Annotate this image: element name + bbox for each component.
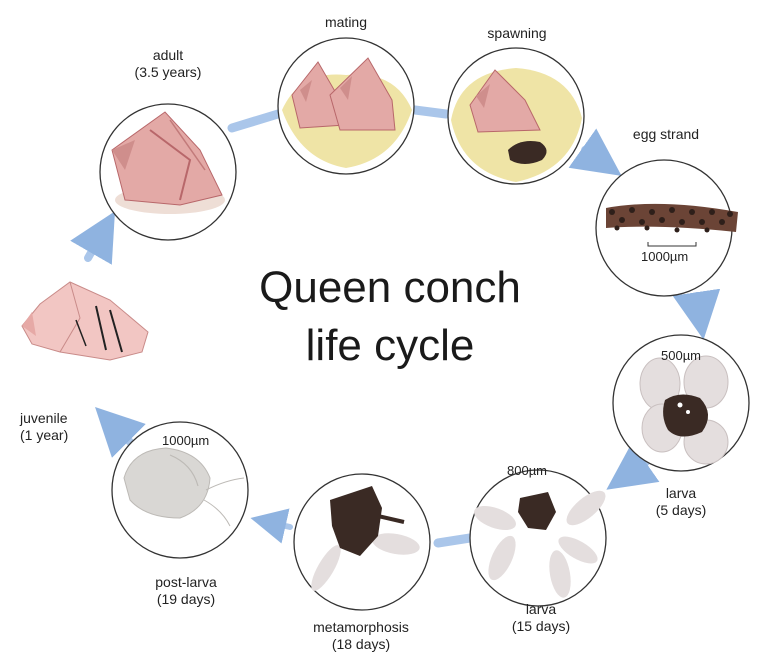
- stage-name: egg strand: [616, 126, 716, 143]
- stage-name: spawning: [472, 25, 562, 42]
- arrow-adult-to-mating: [232, 114, 278, 128]
- stage-label-metamorphosis: metamorphosis (18 days): [296, 619, 426, 653]
- stage-label-mating: mating: [306, 14, 386, 31]
- arrow-larva5-to-larva15: [626, 462, 646, 476]
- stage-label-larva-5-days: larva (5 days): [636, 485, 726, 519]
- stage-detail: (15 days): [491, 618, 591, 635]
- stage-label-larva-15-days: larva (15 days): [491, 601, 591, 635]
- arrow-metamorphosis-to-postlarva: [268, 522, 290, 527]
- arrow-larva15-to-metamorphosis: [438, 538, 470, 543]
- stage-name: mating: [306, 14, 386, 31]
- stage-label-juvenile: juvenile (1 year): [20, 410, 110, 444]
- arrow-spawning-to-egg: [585, 150, 602, 162]
- stage-label-spawning: spawning: [472, 25, 562, 42]
- metamorphosis-stage-circle: [294, 474, 430, 610]
- arrow-postlarva-to-juvenile: [112, 424, 132, 444]
- stage-label-adult: adult (3.5 years): [128, 47, 208, 81]
- scale-label-post-larva: 1000µm: [162, 433, 209, 448]
- stage-detail: (3.5 years): [128, 64, 208, 81]
- stage-detail: (19 days): [136, 591, 236, 608]
- diagram-title-line2: life cycle: [200, 320, 580, 372]
- stage-label-post-larva: post-larva (19 days): [136, 574, 236, 608]
- stage-name: larva: [491, 601, 591, 618]
- larva-15-days-stage-circle: [470, 470, 611, 606]
- scale-label-larva-15-days: 800µm: [507, 463, 547, 478]
- scale-label-egg-strand: 1000µm: [641, 249, 688, 264]
- stage-detail: (18 days): [296, 636, 426, 653]
- mating-stage-circle: [278, 38, 414, 174]
- stage-detail: (5 days): [636, 502, 726, 519]
- arrow-juvenile-to-adult: [88, 232, 103, 258]
- stage-name: juvenile: [20, 410, 110, 427]
- stage-name: post-larva: [136, 574, 236, 591]
- diagram-title-line1: Queen conch: [200, 262, 580, 314]
- stage-name: adult: [128, 47, 208, 64]
- stage-label-egg-strand: egg strand: [616, 126, 716, 143]
- egg-strand-stage-circle: [596, 160, 738, 296]
- scale-label-larva-5-days: 500µm: [661, 348, 701, 363]
- stage-name: metamorphosis: [296, 619, 426, 636]
- stage-detail: (1 year): [20, 427, 110, 444]
- stage-name: larva: [636, 485, 726, 502]
- juvenile-shell: [22, 282, 148, 360]
- adult-stage-circle: [100, 104, 236, 240]
- spawning-stage-circle: [448, 48, 584, 184]
- arrow-mating-to-spawning: [415, 110, 446, 114]
- arrow-egg-to-larva5: [697, 296, 700, 316]
